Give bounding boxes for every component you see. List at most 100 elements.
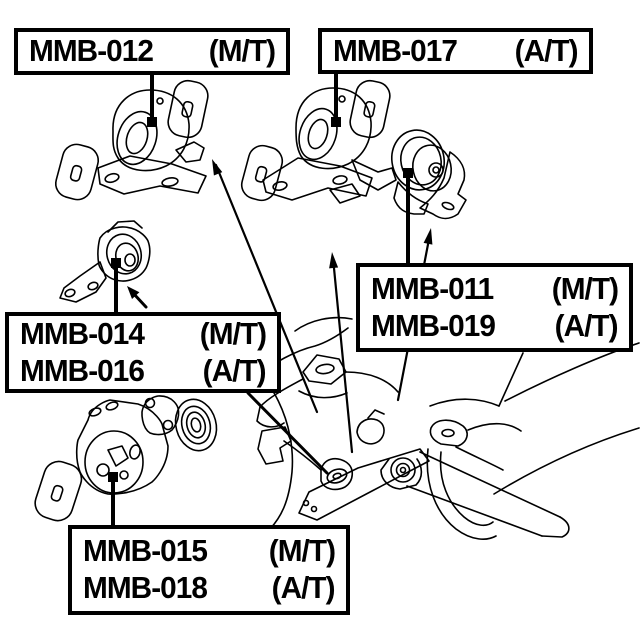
transmission-type: (A/T)	[515, 32, 579, 68]
strut-tower	[302, 354, 347, 385]
label-line: MMB-012 (M/T)	[18, 33, 286, 70]
cap-ear	[144, 397, 156, 409]
wheel-arch-inner	[439, 451, 494, 527]
pointer-arrows	[127, 159, 433, 475]
pointer-arrow-to-mount-017	[329, 252, 354, 454]
mount-bore-inner	[125, 121, 149, 155]
subframe-ridge-line	[294, 316, 353, 332]
rocker-line	[493, 427, 640, 495]
label-line: MMB-016 (A/T)	[9, 353, 277, 390]
mount-ring	[105, 233, 143, 275]
transmission-type: (M/T)	[268, 533, 336, 569]
mount-bracket	[97, 155, 207, 195]
subframe-curve	[298, 390, 348, 399]
vehicle-subframe-drawing	[230, 316, 640, 540]
connector-box-014-016-to-subframe	[246, 391, 329, 475]
grommet-rings	[174, 398, 218, 452]
engine-mount-011-019-drawing	[391, 129, 467, 220]
wheel-arch-outer	[426, 448, 497, 540]
bracket-slot	[161, 177, 179, 187]
center-mount-location	[356, 418, 385, 445]
transmission-type: (A/T)	[555, 307, 619, 343]
inner-detail	[119, 470, 129, 480]
label-line: MMB-015 (M/T)	[72, 533, 346, 570]
part-code: MMB-015	[83, 533, 208, 569]
bracket-hook	[351, 159, 397, 191]
strut-tower-hole	[315, 363, 335, 375]
mount-top-tab	[107, 220, 143, 233]
label-box-mmb-011-019: MMB-011 (M/T) MMB-019 (A/T)	[356, 263, 633, 352]
ring-outer	[391, 129, 445, 191]
part-code: MMB-019	[371, 307, 496, 343]
oval-pad	[54, 143, 100, 201]
cap-piece	[141, 395, 180, 436]
label-line: MMB-018 (A/T)	[72, 570, 346, 607]
pointer-arrow-to-mount-014-016	[127, 286, 148, 309]
label-box-mmb-015-018: MMB-015 (M/T) MMB-018 (A/T)	[68, 525, 350, 615]
top-slot	[105, 401, 119, 411]
subframe-beam	[406, 485, 543, 537]
mount-body	[97, 226, 151, 282]
label-box-mmb-014-016: MMB-014 (M/T) MMB-016 (A/T)	[5, 312, 281, 393]
bolt-hole	[64, 288, 76, 298]
label-box-mmb-017: MMB-017 (A/T)	[318, 28, 593, 74]
part-code: MMB-017	[333, 32, 458, 68]
rear-bushing-inner	[399, 466, 407, 474]
pointer-arrow-to-mount-012	[212, 159, 319, 414]
subframe-beam-end	[541, 516, 570, 538]
bolt-hole	[156, 97, 164, 105]
subframe-beam	[419, 451, 561, 518]
connector-mmb-017	[331, 72, 341, 127]
oval-pad	[34, 460, 83, 522]
cap-ear	[162, 419, 174, 431]
part-code: MMB-012	[29, 33, 154, 69]
mount-foot-plate	[59, 261, 107, 303]
mount-body	[295, 87, 372, 170]
part-code: MMB-018	[83, 570, 208, 605]
bracket-slot	[441, 201, 455, 211]
part-code: MMB-016	[20, 352, 145, 388]
engine-mount-012-drawing	[54, 79, 209, 201]
transmission-type: (A/T)	[272, 570, 336, 605]
center-mount-tab	[367, 409, 385, 419]
subframe-curve	[283, 440, 322, 471]
bolt-hole	[338, 95, 346, 103]
oval-pad	[167, 79, 209, 139]
oval-pad	[240, 144, 284, 202]
part-code: MMB-011	[371, 270, 494, 306]
subframe-bracket	[257, 426, 292, 465]
label-line: MMB-011 (M/T)	[360, 271, 629, 308]
connector-mmb-012	[147, 73, 157, 127]
oval-pad	[349, 79, 391, 139]
label-line: MMB-019 (A/T)	[360, 308, 629, 345]
engine-mount-017-drawing	[240, 79, 397, 204]
label-box-mmb-012: MMB-012 (M/T)	[14, 28, 290, 75]
ring-hub	[428, 162, 444, 178]
connector-mmb-014-016	[111, 258, 121, 314]
bolt-hole	[310, 505, 318, 513]
bolt-hole	[87, 281, 99, 291]
rear-bushing-outer	[390, 457, 416, 483]
mount-bore-inner	[307, 118, 329, 150]
body-line	[429, 398, 500, 407]
bracket-slot	[272, 181, 288, 191]
body-curve	[467, 422, 522, 432]
bracket-foot	[329, 183, 361, 204]
connector-mmb-015-018	[108, 472, 118, 527]
transmission-type: (M/T)	[208, 33, 276, 69]
transmission-type: (A/T)	[203, 352, 267, 388]
mount-bracket	[262, 157, 373, 201]
subframe-left-arm	[256, 378, 304, 428]
bracket-slot	[332, 175, 348, 185]
part-code: MMB-014	[20, 315, 145, 351]
inner-detail	[107, 445, 129, 467]
label-connectors	[108, 72, 413, 527]
engine-mount-014-016-drawing	[59, 220, 151, 303]
rear-bushing-mid	[395, 462, 411, 478]
connector-mmb-011-019	[403, 168, 413, 265]
mount-body	[419, 151, 467, 220]
bolt-hole	[302, 499, 310, 507]
top-slot	[88, 407, 102, 417]
